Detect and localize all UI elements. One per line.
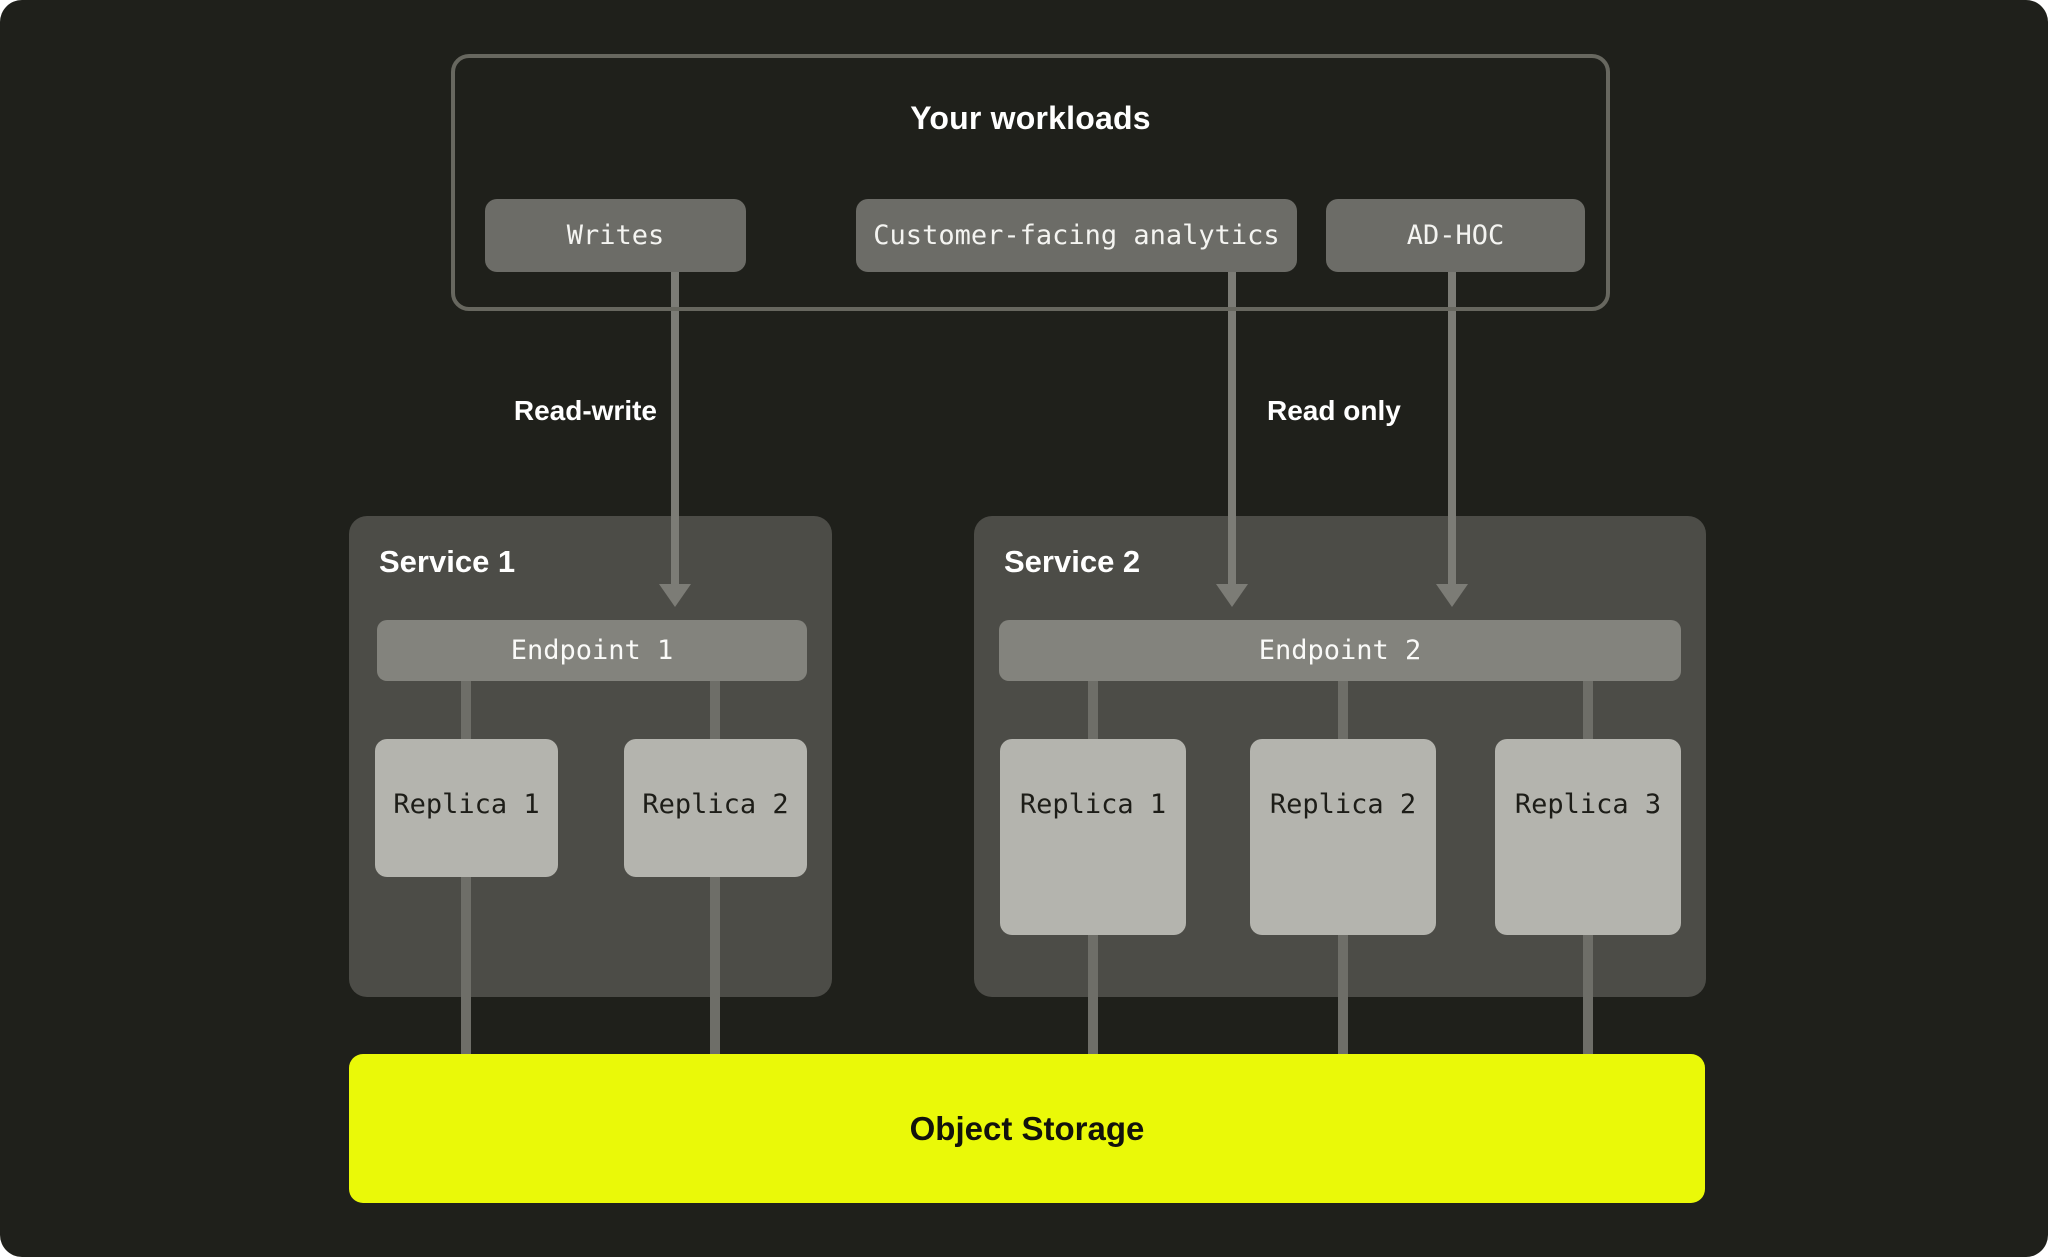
workloads-title: Your workloads — [910, 100, 1151, 136]
service-2-title: Service 2 — [1004, 544, 1141, 579]
service-2-replica-3: Replica 3 — [1495, 739, 1681, 935]
endpoint-2: Endpoint 2 — [999, 620, 1681, 681]
read-only-label: Read only — [1267, 395, 1401, 426]
workload-writes: Writes — [485, 199, 746, 272]
service-1-title: Service 1 — [379, 544, 516, 579]
service-2-replica-2: Replica 2 — [1250, 739, 1436, 935]
service-1-replica-1: Replica 1 — [375, 739, 558, 877]
object-storage-bar: Object Storage — [349, 1054, 1705, 1203]
arrow-writes-to-endpoint1-line — [671, 268, 679, 585]
service-1-replica-2: Replica 2 — [624, 739, 807, 877]
arrow-down-icon — [1216, 584, 1248, 607]
arrow-down-icon — [659, 584, 691, 607]
endpoint-1: Endpoint 1 — [377, 620, 807, 681]
read-write-label: Read-write — [513, 395, 657, 426]
workload-customer-facing-analytics: Customer-facing analytics — [856, 199, 1297, 272]
workload-ad-hoc: AD-HOC — [1326, 199, 1585, 272]
arrow-down-icon — [1436, 584, 1468, 607]
arrow-analytics-to-endpoint2-line — [1228, 268, 1236, 585]
workloads-group-box: Your workloads Writes Customer-facing an… — [451, 54, 1610, 311]
service-2-replica-1: Replica 1 — [1000, 739, 1186, 935]
arrow-adhoc-to-endpoint2-line — [1448, 268, 1456, 585]
